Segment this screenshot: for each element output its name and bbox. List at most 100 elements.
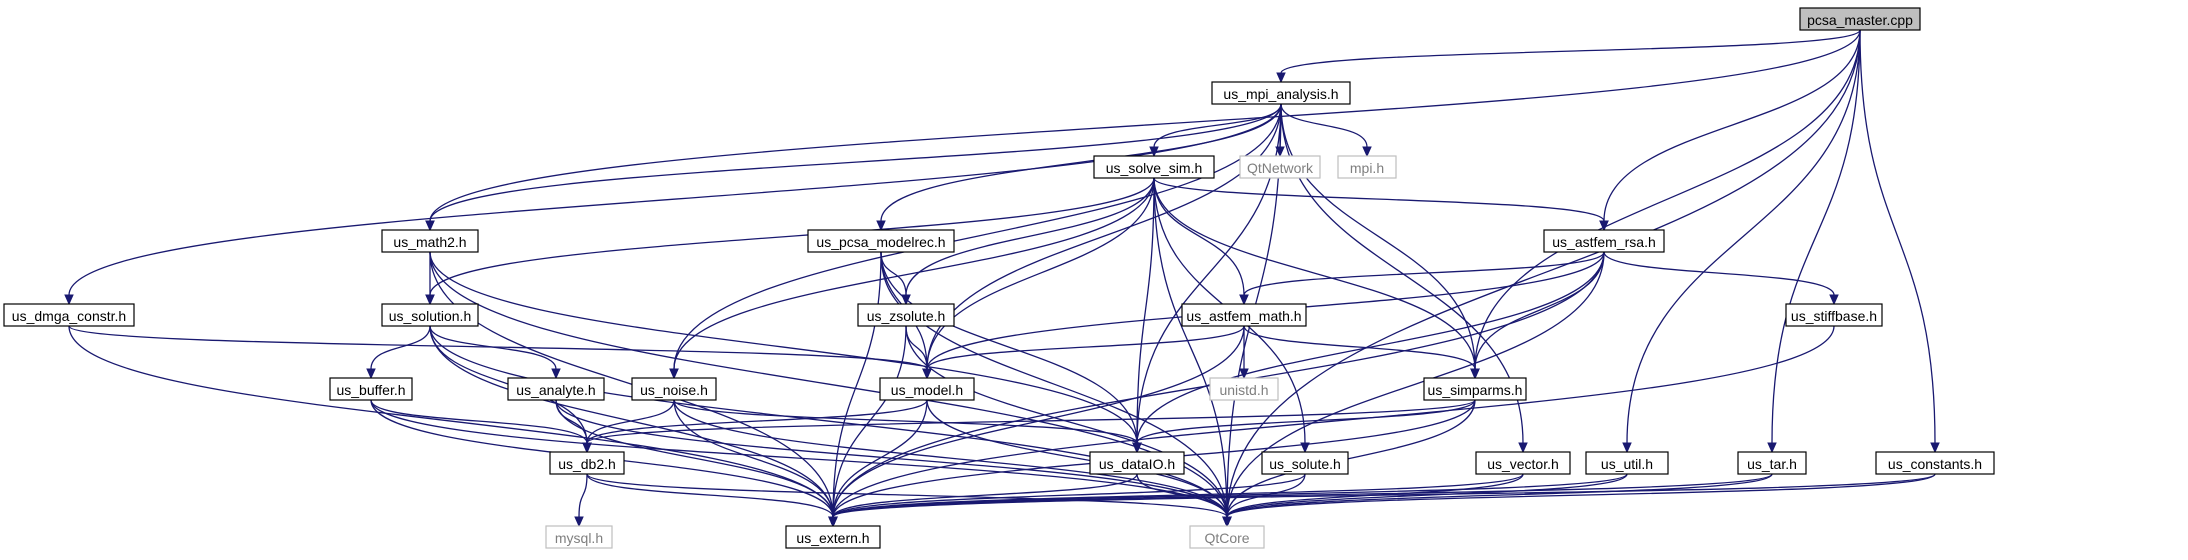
edge-pcsa_master-to-us_tar: [1771, 29, 1861, 444]
node-box-us_constants: [1875, 451, 1995, 475]
node-us_stiffbase[interactable]: us_stiffbase.h: [1785, 303, 1883, 327]
edge-pcsa_master-to-us_math2: [429, 29, 1861, 222]
edge-us_db2-to-mysql: [578, 473, 588, 518]
node-label-us_stiffbase: us_stiffbase.h: [1791, 308, 1877, 324]
edge-pcsa_master-to-us_astfem_rsa: [1603, 29, 1861, 222]
edge-us_mpi_analysis-to-us_pcsa_modelrec: [880, 103, 1282, 222]
edge-us_zsolute-to-us_extern: [832, 325, 907, 518]
edge-pcsa_master-to-us_constants: [1859, 29, 1936, 444]
node-box-us_buffer: [329, 377, 413, 401]
node-box-us_mpi_analysis: [1211, 81, 1351, 105]
edge-us_solve_sim-to-us_solution: [429, 177, 1155, 296]
node-label-us_astfem_rsa: us_astfem_rsa.h: [1552, 234, 1656, 250]
node-unistd: unistd.h: [1209, 377, 1279, 401]
edge-us_noise-to-QtCore: [673, 399, 1228, 518]
edge-us_tar-to-QtCore: [1226, 473, 1773, 518]
edge-us_astfem_math-to-us_model: [926, 325, 1245, 370]
node-us_vector[interactable]: us_vector.h: [1475, 451, 1571, 475]
node-box-us_solute: [1261, 451, 1349, 475]
edge-us_astfem_rsa-to-QtCore: [1226, 251, 1605, 518]
node-box-us_model: [879, 377, 975, 401]
edge-us_solution-to-QtCore: [429, 325, 1228, 518]
edge-us_solve_sim-to-us_simparms: [1153, 177, 1476, 370]
edge-us_solve_sim-to-us_astfem_math: [1153, 177, 1245, 296]
node-us_extern[interactable]: us_extern.h: [785, 525, 881, 549]
node-box-us_stiffbase: [1785, 303, 1883, 327]
edge-us_pcsa_modelrec-to-us_extern: [832, 251, 882, 518]
edge-us_simparms-to-us_dataIO: [1136, 399, 1476, 444]
arrowhead-us_constants-to-us_extern: [828, 516, 838, 528]
arrowhead-pcsa_master-to-us_mpi_analysis: [1276, 72, 1286, 84]
node-label-us_extern: us_extern.h: [796, 530, 869, 546]
edge-us_dataIO-to-us_extern: [832, 473, 1138, 518]
node-label-us_solute: us_solute.h: [1269, 456, 1341, 472]
edge-us_zsolute-to-QtCore: [905, 325, 1228, 518]
node-box-us_pcsa_modelrec: [807, 229, 955, 253]
node-box-us_dataIO: [1089, 451, 1185, 475]
node-label-us_noise: us_noise.h: [640, 382, 708, 398]
node-label-us_constants: us_constants.h: [1888, 456, 1982, 472]
node-us_dataIO[interactable]: us_dataIO.h: [1089, 451, 1185, 475]
node-label-us_pcsa_modelrec: us_pcsa_modelrec.h: [816, 234, 945, 250]
node-us_mpi_analysis[interactable]: us_mpi_analysis.h: [1211, 81, 1351, 105]
node-us_buffer[interactable]: us_buffer.h: [329, 377, 413, 401]
node-box-unistd: [1209, 377, 1279, 401]
arrowhead-us_mpi_analysis-to-us_dmga_constr: [64, 294, 74, 306]
node-us_tar[interactable]: us_tar.h: [1737, 451, 1807, 475]
edge-us_solve_sim-to-us_astfem_rsa: [1153, 177, 1605, 222]
node-box-us_zsolute: [857, 303, 955, 327]
edge-us_solute-to-QtCore: [1226, 473, 1306, 518]
node-us_astfem_rsa[interactable]: us_astfem_rsa.h: [1543, 229, 1665, 253]
node-us_util[interactable]: us_util.h: [1585, 451, 1669, 475]
arrowhead-us_constants-to-QtCore: [1222, 516, 1232, 528]
node-us_dmga_constr[interactable]: us_dmga_constr.h: [3, 303, 135, 327]
edge-us_solve_sim-to-QtCore: [1153, 177, 1228, 518]
edge-us_db2-to-QtCore: [586, 473, 1228, 518]
node-us_solution[interactable]: us_solution.h: [381, 303, 479, 327]
node-QtCore: QtCore: [1189, 525, 1265, 549]
node-label-QtCore: QtCore: [1204, 530, 1249, 546]
node-us_math2[interactable]: us_math2.h: [381, 229, 479, 253]
node-label-us_simparms: us_simparms.h: [1428, 382, 1523, 398]
node-us_noise[interactable]: us_noise.h: [631, 377, 717, 401]
edge-us_solve_sim-to-us_model: [926, 177, 1155, 370]
edge-us_mpi_analysis-to-us_dmga_constr: [68, 103, 1282, 296]
node-label-us_vector: us_vector.h: [1487, 456, 1559, 472]
node-us_solve_sim[interactable]: us_solve_sim.h: [1093, 155, 1215, 179]
node-box-us_dmga_constr: [3, 303, 135, 327]
edge-us_buffer-to-QtCore: [370, 399, 1228, 518]
edge-us_util-to-us_extern: [832, 473, 1628, 518]
node-us_solute[interactable]: us_solute.h: [1261, 451, 1349, 475]
node-pcsa_master[interactable]: pcsa_master.cpp: [1799, 7, 1921, 31]
node-box-us_astfem_math: [1181, 303, 1307, 327]
node-us_model[interactable]: us_model.h: [879, 377, 975, 401]
node-us_zsolute[interactable]: us_zsolute.h: [857, 303, 955, 327]
node-us_constants[interactable]: us_constants.h: [1875, 451, 1995, 475]
node-us_db2[interactable]: us_db2.h: [549, 451, 625, 475]
edge-us_solve_sim-to-us_dataIO: [1136, 177, 1155, 444]
arrowhead-us_db2-to-mysql: [574, 516, 584, 528]
node-box-us_util: [1585, 451, 1669, 475]
arrowhead-pcsa_master-to-us_util: [1622, 442, 1632, 454]
edge-us_constants-to-QtCore: [1226, 473, 1936, 518]
node-box-us_tar: [1737, 451, 1807, 475]
edge-pcsa_master-to-us_mpi_analysis: [1280, 29, 1861, 74]
node-box-us_analyte: [507, 377, 605, 401]
node-us_astfem_math[interactable]: us_astfem_math.h: [1181, 303, 1307, 327]
edge-us_noise-to-us_extern: [673, 399, 834, 518]
node-label-us_mpi_analysis: us_mpi_analysis.h: [1223, 86, 1338, 102]
arrowhead-us_astfem_math-to-us_simparms: [1470, 368, 1480, 380]
edge-us_stiffbase-to-us_extern: [832, 325, 1835, 518]
edge-us_vector-to-us_extern: [832, 473, 1524, 518]
arrowhead-us_solve_sim-to-us_noise: [669, 368, 679, 380]
edge-us_astfem_math-to-us_simparms: [1243, 325, 1476, 370]
node-us_pcsa_modelrec[interactable]: us_pcsa_modelrec.h: [807, 229, 955, 253]
edge-us_pcsa_modelrec-to-QtCore: [880, 251, 1228, 518]
edge-us_pcsa_modelrec-to-us_dataIO: [880, 251, 1138, 444]
node-us_simparms[interactable]: us_simparms.h: [1423, 377, 1527, 401]
edge-us_mpi_analysis-to-mpi: [1280, 103, 1368, 148]
arrowhead-us_astfem_math-to-unistd: [1239, 368, 1249, 380]
node-box-mpi: [1337, 155, 1397, 179]
edge-us_dmga_constr-to-us_extern: [68, 325, 834, 518]
node-us_analyte[interactable]: us_analyte.h: [507, 377, 605, 401]
